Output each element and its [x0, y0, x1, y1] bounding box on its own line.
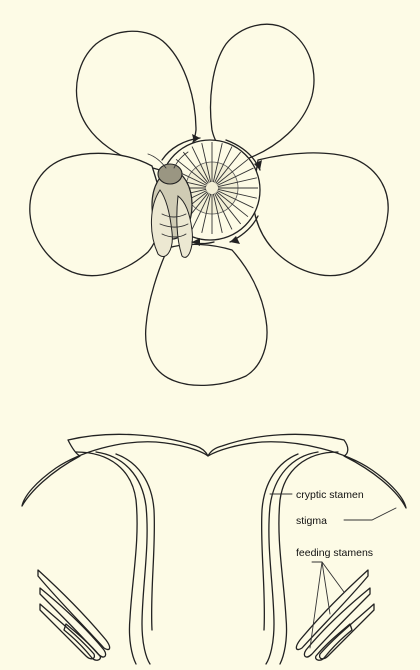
leader-stigma: [344, 508, 396, 520]
right-feeding-stamen-1: [296, 570, 368, 650]
petal-top-left: [77, 31, 196, 170]
flower-cross-section: cryptic stamen stigma feeding stamens: [22, 434, 406, 664]
left-stamen-curve-3: [116, 454, 154, 630]
right-feeding-stamen-3: [320, 604, 374, 659]
outer-wall-left: [22, 434, 208, 506]
flower-illustration: [30, 24, 388, 385]
right-feeding-stamen-4: [316, 624, 352, 660]
left-stamen-curve-2: [96, 452, 150, 664]
left-feeding-stamen-2: [40, 588, 106, 657]
petal-right: [253, 153, 388, 276]
label-feeding-stamens: feeding stamens: [296, 547, 373, 559]
petal-left: [30, 153, 162, 275]
left-stamen-curve-1: [76, 452, 137, 664]
petal-bottom: [146, 244, 267, 385]
bee-head: [158, 164, 182, 184]
label-stigma: stigma: [296, 515, 327, 527]
label-cryptic-stamen: cryptic stamen: [296, 489, 364, 501]
